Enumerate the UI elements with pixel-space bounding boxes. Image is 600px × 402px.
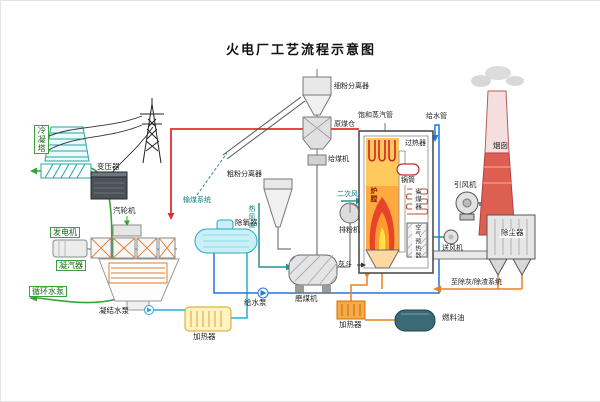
ash-pipes [381,268,523,290]
fd-fan-icon [443,229,459,245]
label-fd-fan: 送风机 [442,245,463,252]
drum-icon [396,163,420,176]
id-fan-icon [455,191,479,221]
coal-feeder-icon [307,149,327,255]
label-precipitator: 除尘器 [500,228,525,238]
label-ash-hopper: 灰斗 [338,261,352,268]
label-fuel-oil: 燃料油 [442,313,465,322]
label-coarse-separator: 粗粉分离器 [227,171,262,178]
label-feed-pump: 给水泵 [244,298,267,307]
condensate-pipes [154,253,248,319]
label-generator: 发电机 [50,227,80,239]
label-feed-water-pipe: 给水管 [425,113,448,122]
cooling-water-arrow2 [30,167,37,175]
label-circulating-pump: 循环水泵 [29,286,67,298]
label-raw-coal-bunker: 原煤仓 [334,121,355,128]
condensate-pump-icon [144,305,154,315]
economizer-coil [405,188,429,215]
power-lines [46,115,154,175]
oil-pipes [350,273,395,321]
coarse-separator-icon [263,178,293,250]
label-condensate-pump: 凝结水泵 [99,306,129,315]
fuel-oil-tank-icon [394,309,436,332]
ash-arrow [433,285,441,293]
label-transformer: 变压器 [97,162,120,171]
label-exhauster: 排粉机 [339,227,360,234]
ash-hopper-arrow [361,262,366,268]
coal-conveyor [222,96,306,160]
coal-mill-icon [288,254,338,294]
label-coal-mill: 磨煤机 [295,294,318,303]
deaerator-icon [194,219,258,254]
label-steam-turbine: 汽轮机 [113,206,136,215]
cooling-tower-icon [40,126,92,179]
fine-separator-icon [302,69,332,116]
label-oil-heater: 加热器 [339,320,362,329]
label-chimney: 烟囱 [493,141,508,150]
air-ducts [258,200,444,268]
raw-coal-bunker-icon [302,115,332,150]
oil-heater-icon [336,300,366,320]
label-condenser: 凝汽器 [56,260,86,272]
transmission-tower-icon [140,98,164,164]
label-superheater: 过热器 [404,140,427,149]
label-id-fan: 引风机 [454,180,477,189]
label-economizer: 省煤器 [412,188,422,211]
label-deaerator: 除氧器 [235,218,258,227]
label-furnace: 炉膛 [370,187,378,203]
label-cooling-tower: 冷凝塔 [34,125,50,154]
label-hot-air-duct: 热风道 [248,205,256,229]
transformer-icon [90,171,128,200]
label-coal-feeder: 给煤机 [328,156,349,163]
label-lp-heater: 加热器 [193,332,216,341]
exhauster-icon [337,202,361,268]
superheater-tubes [368,140,396,162]
label-air-preheater: 空气预热器 [412,224,421,259]
page-title: 火电厂工艺流程示意图 [225,42,376,57]
boiler-ash-hopper [365,249,400,269]
turbine-arrow [124,220,130,226]
label-fine-separator: 细粉分离器 [334,83,369,90]
coal-system-boundary [196,152,228,196]
label-secondary-air: 二次风 [337,191,358,198]
steam-arrow [167,213,175,220]
flame-inner [379,227,386,250]
label-to-ash-removal: 至除灰/除渣系统 [451,279,502,286]
main-steam-pipe [170,128,359,215]
lp-heater-icon [184,306,232,332]
label-boiler-drum: 锅筒 [400,177,416,186]
condenser-icon [98,258,180,311]
label-saturated-steam-pipe: 饱和蒸汽管 [357,112,394,121]
label-coal-system: 输煤系统 [183,197,211,204]
feedwater-pipe [213,124,440,294]
feed-pump-icon [257,287,269,299]
precipitator-icon [486,214,536,277]
